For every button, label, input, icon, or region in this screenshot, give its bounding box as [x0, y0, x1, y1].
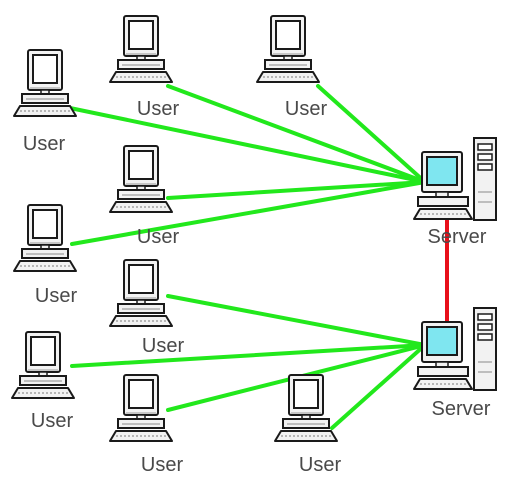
- user-label: User: [141, 454, 184, 476]
- link-user-9-to-server-2: [330, 343, 427, 430]
- link-user-6-to-server-2: [166, 294, 427, 347]
- user-label: User: [285, 98, 328, 120]
- desktop-computer-icon: [256, 15, 320, 83]
- user-label: User: [31, 410, 74, 432]
- user-label: User: [35, 285, 78, 307]
- user-label: User: [23, 133, 66, 155]
- server-computer-icon: [413, 137, 497, 221]
- link-user-3-to-server-1: [316, 84, 427, 184]
- desktop-computer-icon: [274, 374, 338, 442]
- desktop-computer-icon: [109, 259, 173, 327]
- link-user-4-to-server-1: [166, 180, 427, 200]
- desktop-computer-icon: [109, 374, 173, 442]
- link-user-7-to-server-2: [70, 343, 427, 368]
- server-label: Server: [432, 398, 491, 420]
- desktop-computer-icon: [109, 145, 173, 213]
- desktop-computer-icon: [13, 49, 77, 117]
- server-computer-icon: [413, 307, 497, 391]
- desktop-computer-icon: [13, 204, 77, 272]
- link-user-5-to-server-1: [70, 180, 427, 246]
- link-user-2-to-server-1: [166, 84, 427, 184]
- desktop-computer-icon: [11, 331, 75, 399]
- server-label: Server: [428, 226, 487, 248]
- user-label: User: [137, 98, 180, 120]
- user-label: User: [142, 335, 185, 357]
- user-label: User: [137, 226, 180, 248]
- link-user-1-to-server-1: [68, 106, 427, 184]
- user-label: User: [299, 454, 342, 476]
- desktop-computer-icon: [109, 15, 173, 83]
- links-layer: [68, 84, 449, 430]
